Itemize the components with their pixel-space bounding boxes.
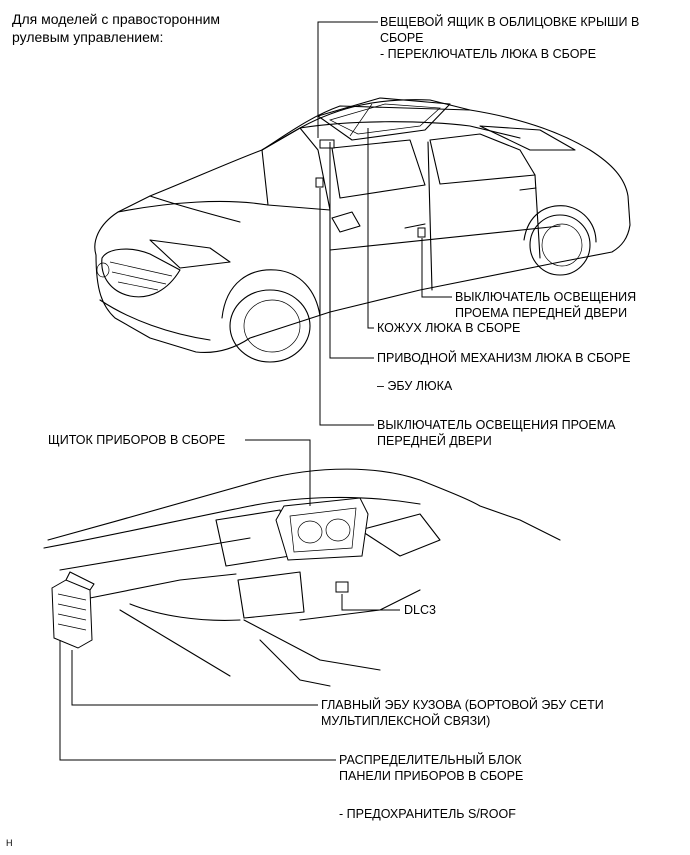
- dlc3-label: DLC3: [404, 603, 436, 617]
- front-courtesy-switch-part: [315, 177, 324, 188]
- sunroof-drive-label: ПРИВОДНОЙ МЕХАНИЗМ ЛЮКА В СБОРЕ: [377, 351, 631, 365]
- front-courtesy-switch-label: ВЫКЛЮЧАТЕЛЬ ОСВЕЩЕНИЯ ПРОЕМА ПЕРЕДНЕЙ ДВ…: [377, 417, 616, 449]
- dashboard-illustration: [43, 468, 561, 687]
- dlc3-part: [335, 581, 349, 593]
- combination-meter-part: [275, 497, 369, 561]
- main-body-ecu-label-line-1: ГЛАВНЫЙ ЭБУ КУЗОВА (БОРТОВОЙ ЭБУ СЕТИ: [321, 698, 604, 712]
- rear-courtesy-label-line-1: ВЫКЛЮЧАТЕЛЬ ОСВЕЩЕНИЯ: [455, 290, 637, 304]
- main-body-ecu-label: ГЛАВНЫЙ ЭБУ КУЗОВА (БОРТОВОЙ ЭБУ СЕТИ МУ…: [321, 697, 604, 729]
- front-courtesy-label-line-2: ПЕРЕДНЕЙ ДВЕРИ: [377, 434, 492, 448]
- roof-box-label: ВЕЩЕВОЙ ЯЩИК В ОБЛИЦОВКЕ КРЫШИ В СБОРЕ -…: [380, 14, 639, 62]
- roof-box-part: [319, 139, 335, 149]
- car-illustration: [94, 97, 631, 363]
- sunroof-ecu-label: – ЭБУ ЛЮКА: [377, 379, 453, 393]
- main-body-ecu-label-line-2: МУЛЬТИПЛЕКСНОЙ СВЯЗИ): [321, 714, 491, 728]
- rear-courtesy-label-line-2: ПРОЕМА ПЕРЕДНЕЙ ДВЕРИ: [455, 306, 628, 320]
- roof-box-label-line-2: СБОРЕ: [380, 31, 424, 45]
- junction-block-label-line-2: ПАНЕЛИ ПРИБОРОВ В СБОРЕ: [339, 769, 524, 783]
- model-note-line-1: Для моделей с правосторонним: [12, 11, 221, 27]
- front-courtesy-label-line-1: ВЫКЛЮЧАТЕЛЬ ОСВЕЩЕНИЯ ПРОЕМА: [377, 418, 616, 432]
- model-note: Для моделей с правосторонним рулевым упр…: [12, 10, 220, 46]
- rear-courtesy-switch-label: ВЫКЛЮЧАТЕЛЬ ОСВЕЩЕНИЯ ПРОЕМА ПЕРЕДНЕЙ ДВ…: [455, 289, 636, 321]
- junction-block-label-line-1: РАСПРЕДЕЛИТЕЛЬНЫЙ БЛОК: [339, 753, 522, 767]
- fuse-label: - ПРЕДОХРАНИТЕЛЬ S/ROOF: [339, 807, 516, 821]
- rear-courtesy-switch-part: [417, 227, 426, 238]
- corner-mark: H: [6, 838, 13, 848]
- leader-lines: [59, 21, 452, 761]
- roof-box-sublabel: - ПЕРЕКЛЮЧАТЕЛЬ ЛЮКА В СБОРЕ: [380, 47, 597, 61]
- roof-box-label-line-1: ВЕЩЕВОЙ ЯЩИК В ОБЛИЦОВКЕ КРЫШИ В: [380, 15, 640, 29]
- junction-block-label: РАСПРЕДЕЛИТЕЛЬНЫЙ БЛОК ПАНЕЛИ ПРИБОРОВ В…: [339, 752, 523, 784]
- combination-meter-label: ЩИТОК ПРИБОРОВ В СБОРЕ: [48, 433, 226, 447]
- sunroof-housing-label: КОЖУХ ЛЮКА В СБОРЕ: [377, 321, 521, 335]
- model-note-line-2: рулевым управлением:: [12, 29, 164, 45]
